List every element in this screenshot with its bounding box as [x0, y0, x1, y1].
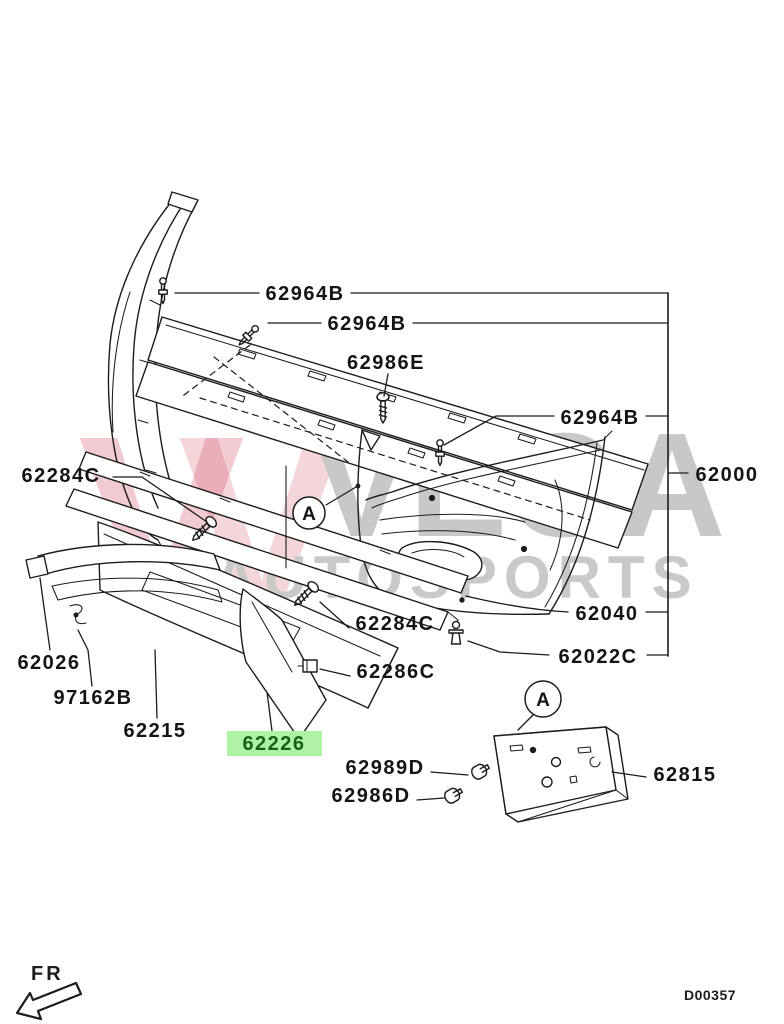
part-label-62986d: 62986D	[331, 785, 410, 807]
front-direction-arrow-icon	[15, 981, 83, 1021]
part-label-62286c: 62286C	[356, 661, 435, 683]
diagram-code: D00357	[684, 987, 736, 1003]
part-label-62284c-2: 62284C	[355, 613, 434, 635]
part-label-62040: 62040	[575, 603, 638, 625]
front-bumper-face-drawing	[357, 429, 613, 616]
part-label-62986e: 62986E	[347, 352, 425, 374]
footer: FR D00357	[15, 963, 736, 1021]
clip-62286c-icon	[297, 659, 318, 673]
part-label-62964b-2: 62964B	[327, 313, 406, 335]
part-label-97162b: 97162B	[53, 687, 132, 709]
bolt-62964b-icon	[158, 277, 168, 305]
leader-lines	[39, 292, 689, 801]
molding-clip-drawing	[69, 604, 87, 625]
part-number-labels: 62964B 62964B 62986E 62964B 62000 62284C…	[17, 283, 758, 807]
fastener-drawings	[158, 277, 493, 806]
part-label-62964b-1: 62964B	[265, 283, 344, 305]
part-label-62284c-1: 62284C	[21, 465, 100, 487]
grille-upper-panel-drawing	[135, 316, 649, 549]
bolt-62989d-icon	[468, 760, 493, 782]
part-label-62815: 62815	[653, 764, 716, 786]
part-label-62989d: 62989D	[345, 757, 424, 779]
part-label-62000: 62000	[695, 464, 758, 486]
view-a-letter: A	[536, 690, 550, 711]
view-a-circle	[524, 680, 562, 718]
clip-62022c-icon	[448, 620, 464, 645]
part-label-62026: 62026	[17, 652, 80, 674]
bolt-62986d-icon	[441, 784, 466, 806]
view-a-letter: A	[302, 504, 316, 525]
front-molding-drawing	[25, 543, 223, 625]
front-direction-label: FR	[31, 963, 64, 985]
highlight-box-62226	[227, 731, 322, 756]
part-label-62964b-3: 62964B	[560, 407, 639, 429]
part-label-62022c: 62022C	[558, 646, 637, 668]
view-markers: A A	[292, 496, 562, 718]
part-label-62215: 62215	[123, 720, 186, 742]
license-plate-bracket-drawing	[493, 726, 629, 823]
view-a-circle	[292, 496, 326, 530]
part-label-62226-highlighted: 62226	[242, 733, 305, 755]
